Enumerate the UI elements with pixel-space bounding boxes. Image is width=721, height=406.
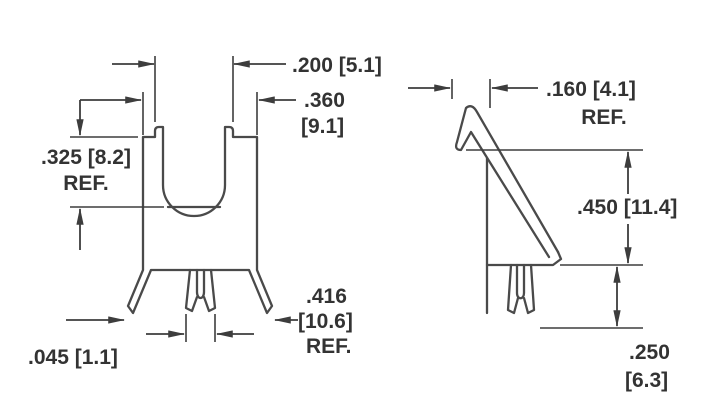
front-body-outline bbox=[126, 125, 274, 315]
dim-side-height: .450 [11.4] bbox=[466, 149, 677, 266]
dim-label-10-6: [10.6] bbox=[298, 310, 353, 333]
dim-front-height: .325 [8.2] REF. bbox=[41, 100, 164, 250]
dim-front-top-width: .200 [5.1] bbox=[112, 54, 382, 122]
dim-label-9-1: [9.1] bbox=[301, 115, 344, 138]
dim-label-360: .360 bbox=[304, 89, 345, 112]
dim-front-overall-width: .416 [10.6] REF. bbox=[66, 285, 353, 358]
dim-label-325: .325 [8.2] bbox=[41, 146, 131, 169]
side-legs bbox=[485, 263, 536, 315]
dim-label-250: .250 bbox=[629, 341, 670, 364]
dim-front-pin-width: .045 [1.1] bbox=[28, 314, 254, 369]
front-view-part bbox=[126, 125, 274, 315]
dim-front-body-width: .360 [9.1] bbox=[80, 89, 345, 138]
dim-label-160: .160 [4.1] bbox=[546, 78, 636, 101]
side-spring-arm bbox=[454, 105, 560, 259]
dim-label-450: .450 [11.4] bbox=[577, 196, 677, 219]
dim-label-325-ref: REF. bbox=[63, 172, 109, 195]
dim-label-6-3: [6.3] bbox=[625, 369, 668, 392]
dim-label-416: .416 bbox=[306, 285, 347, 308]
dim-label-416-ref: REF. bbox=[306, 335, 352, 358]
dim-side-top-width: .160 [4.1] REF. bbox=[408, 78, 636, 129]
dim-label-045: .045 [1.1] bbox=[28, 346, 118, 369]
dim-label-160-ref: REF. bbox=[581, 106, 627, 129]
dim-label-200: .200 [5.1] bbox=[292, 54, 382, 77]
front-center-fork bbox=[184, 268, 217, 313]
dim-side-bottom-height: .250 [6.3] bbox=[540, 265, 670, 392]
side-view-part bbox=[454, 105, 563, 315]
side-body-outline bbox=[485, 156, 563, 267]
